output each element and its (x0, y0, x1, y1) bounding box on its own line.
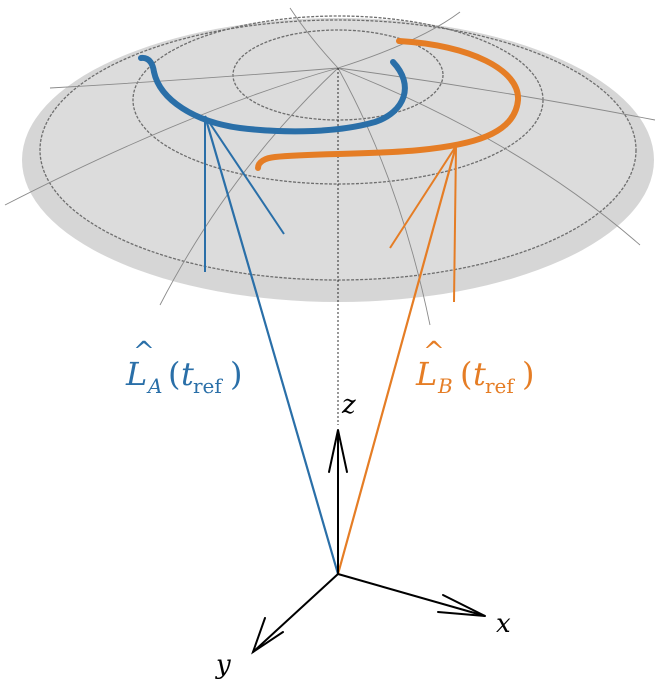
L-B-spoke-2 (453, 145, 457, 303)
axis-label-x: x (496, 609, 511, 639)
coordinate-axes (251, 429, 486, 655)
L-A-spoke-1 (204, 115, 285, 235)
svg-text:t: t (181, 355, 194, 393)
svg-text:A: A (146, 374, 162, 398)
precession-curve-A (138, 54, 408, 135)
label-L-B: ^ L B ( t ref ) (415, 337, 534, 398)
z-arrowhead (328, 429, 348, 473)
svg-text:): ) (230, 355, 242, 393)
axis-label-z: z (341, 390, 356, 420)
L-A-vector (203, 115, 340, 575)
svg-text:(: ( (168, 355, 180, 393)
svg-text:ref: ref (485, 374, 515, 398)
precession-B (255, 38, 521, 575)
L-B-spoke-1 (389, 145, 457, 249)
svg-text:): ) (522, 355, 534, 393)
svg-text:(: ( (460, 355, 472, 393)
label-L-A: ^ L A ( t ref ) (125, 337, 242, 398)
precession-curve-B (255, 38, 521, 171)
svg-text:^: ^ (133, 337, 155, 367)
svg-text:t: t (473, 355, 486, 393)
x-axis (337, 573, 486, 617)
L-B-vector (336, 145, 458, 575)
x-arrowhead (437, 594, 486, 617)
svg-text:^: ^ (423, 337, 445, 367)
y-arrowhead (251, 617, 284, 655)
svg-text:L: L (125, 355, 147, 393)
y-axis (252, 573, 339, 653)
axis-label-y: y (215, 650, 231, 680)
svg-text:L: L (415, 355, 437, 393)
svg-text:B: B (437, 374, 453, 398)
meridian-lines (4, 7, 656, 326)
svg-text:ref: ref (193, 374, 223, 398)
precession-A (138, 54, 408, 575)
